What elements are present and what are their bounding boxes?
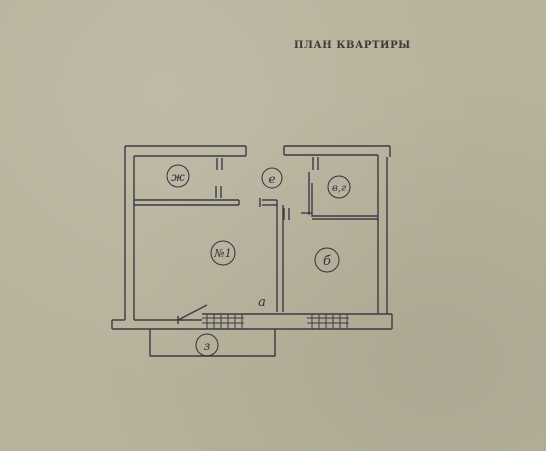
room-2-label: б xyxy=(323,254,331,269)
kitchen-circle xyxy=(166,164,190,188)
room-1-label: №1 xyxy=(213,247,231,260)
entrance-door xyxy=(177,304,208,321)
bathroom-circle xyxy=(327,175,351,199)
room-2-circle xyxy=(314,247,340,273)
entry-label: а xyxy=(258,295,266,310)
balcony-circle xyxy=(195,333,219,357)
plan-title: ПЛАН КВАРТИРЫ xyxy=(294,40,411,51)
room-1-circle xyxy=(210,240,236,266)
kitchen-label: ж xyxy=(171,170,185,184)
hall-label: е xyxy=(268,172,275,186)
tick-marks xyxy=(215,157,319,220)
window-marks xyxy=(202,314,349,329)
hall-circle xyxy=(261,167,283,189)
bathroom-label: в,г xyxy=(332,183,346,194)
balcony-outline xyxy=(149,329,276,357)
balcony-label: з xyxy=(204,339,211,353)
room-labels: ж е в,г №1 б а з xyxy=(166,164,351,357)
